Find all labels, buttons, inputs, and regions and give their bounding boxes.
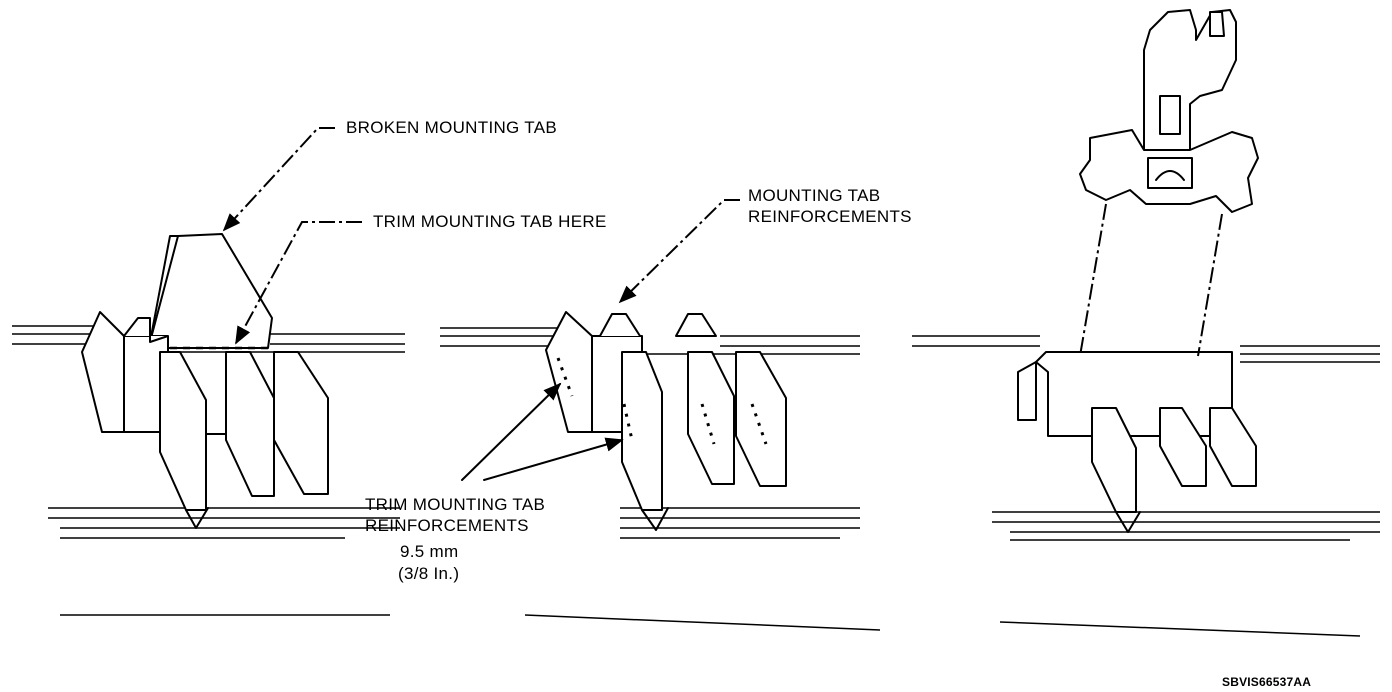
reinforcement-tab-2 bbox=[675, 313, 717, 337]
label-dimension-metric: 9.5 mm bbox=[400, 542, 459, 561]
panel1-rib-1 bbox=[159, 351, 207, 511]
panel-broken-tab bbox=[12, 127, 405, 616]
panel2-rib-2 bbox=[687, 351, 735, 485]
label-mounting-tab-reinforcements-2: REINFORCEMENTS bbox=[748, 207, 912, 226]
panel3-rib-3 bbox=[1209, 407, 1257, 487]
panel3-rib-2 bbox=[1159, 407, 1207, 487]
panel3-trimmed-block bbox=[1017, 361, 1037, 421]
panel2-lower-rail bbox=[524, 507, 881, 631]
figure-code: SBVIS66537AA bbox=[1222, 675, 1312, 689]
label-dimension-imperial: (3/8 In.) bbox=[398, 564, 460, 583]
clip-guide-line-right bbox=[1197, 213, 1223, 357]
clip-guide-line-left bbox=[1079, 203, 1107, 357]
panel3-upper-rail bbox=[912, 335, 1380, 363]
panel2-rib-1 bbox=[621, 351, 663, 511]
label-broken-mounting-tab: BROKEN MOUNTING TAB bbox=[346, 118, 557, 137]
label-mounting-tab-reinforcements-1: MOUNTING TAB bbox=[748, 186, 881, 205]
panel2-upper-rail bbox=[440, 327, 860, 355]
panel2-mount-block bbox=[545, 311, 593, 433]
panel-clip-install bbox=[912, 9, 1380, 637]
trim-clip bbox=[1079, 9, 1259, 213]
panel1-rib-3 bbox=[273, 351, 329, 495]
panel3-lower-rail bbox=[992, 511, 1380, 637]
reinforcement-tab-1 bbox=[599, 313, 641, 337]
panel1-mount-block bbox=[81, 311, 125, 433]
label-trim-tab-reinforcements-1: TRIM MOUNTING TAB bbox=[365, 495, 546, 514]
panel-reinforcements bbox=[440, 199, 881, 631]
panel1-rib-2 bbox=[225, 351, 275, 497]
label-trim-mounting-tab-here: TRIM MOUNTING TAB HERE bbox=[373, 212, 607, 231]
broken-tab-remnant bbox=[149, 233, 273, 349]
panel3-rib-1 bbox=[1091, 407, 1137, 513]
panel2-rib-3 bbox=[735, 351, 787, 487]
panel1-lower-rail bbox=[48, 507, 400, 616]
label-trim-tab-reinforcements-2: REINFORCEMENTS bbox=[365, 516, 529, 535]
